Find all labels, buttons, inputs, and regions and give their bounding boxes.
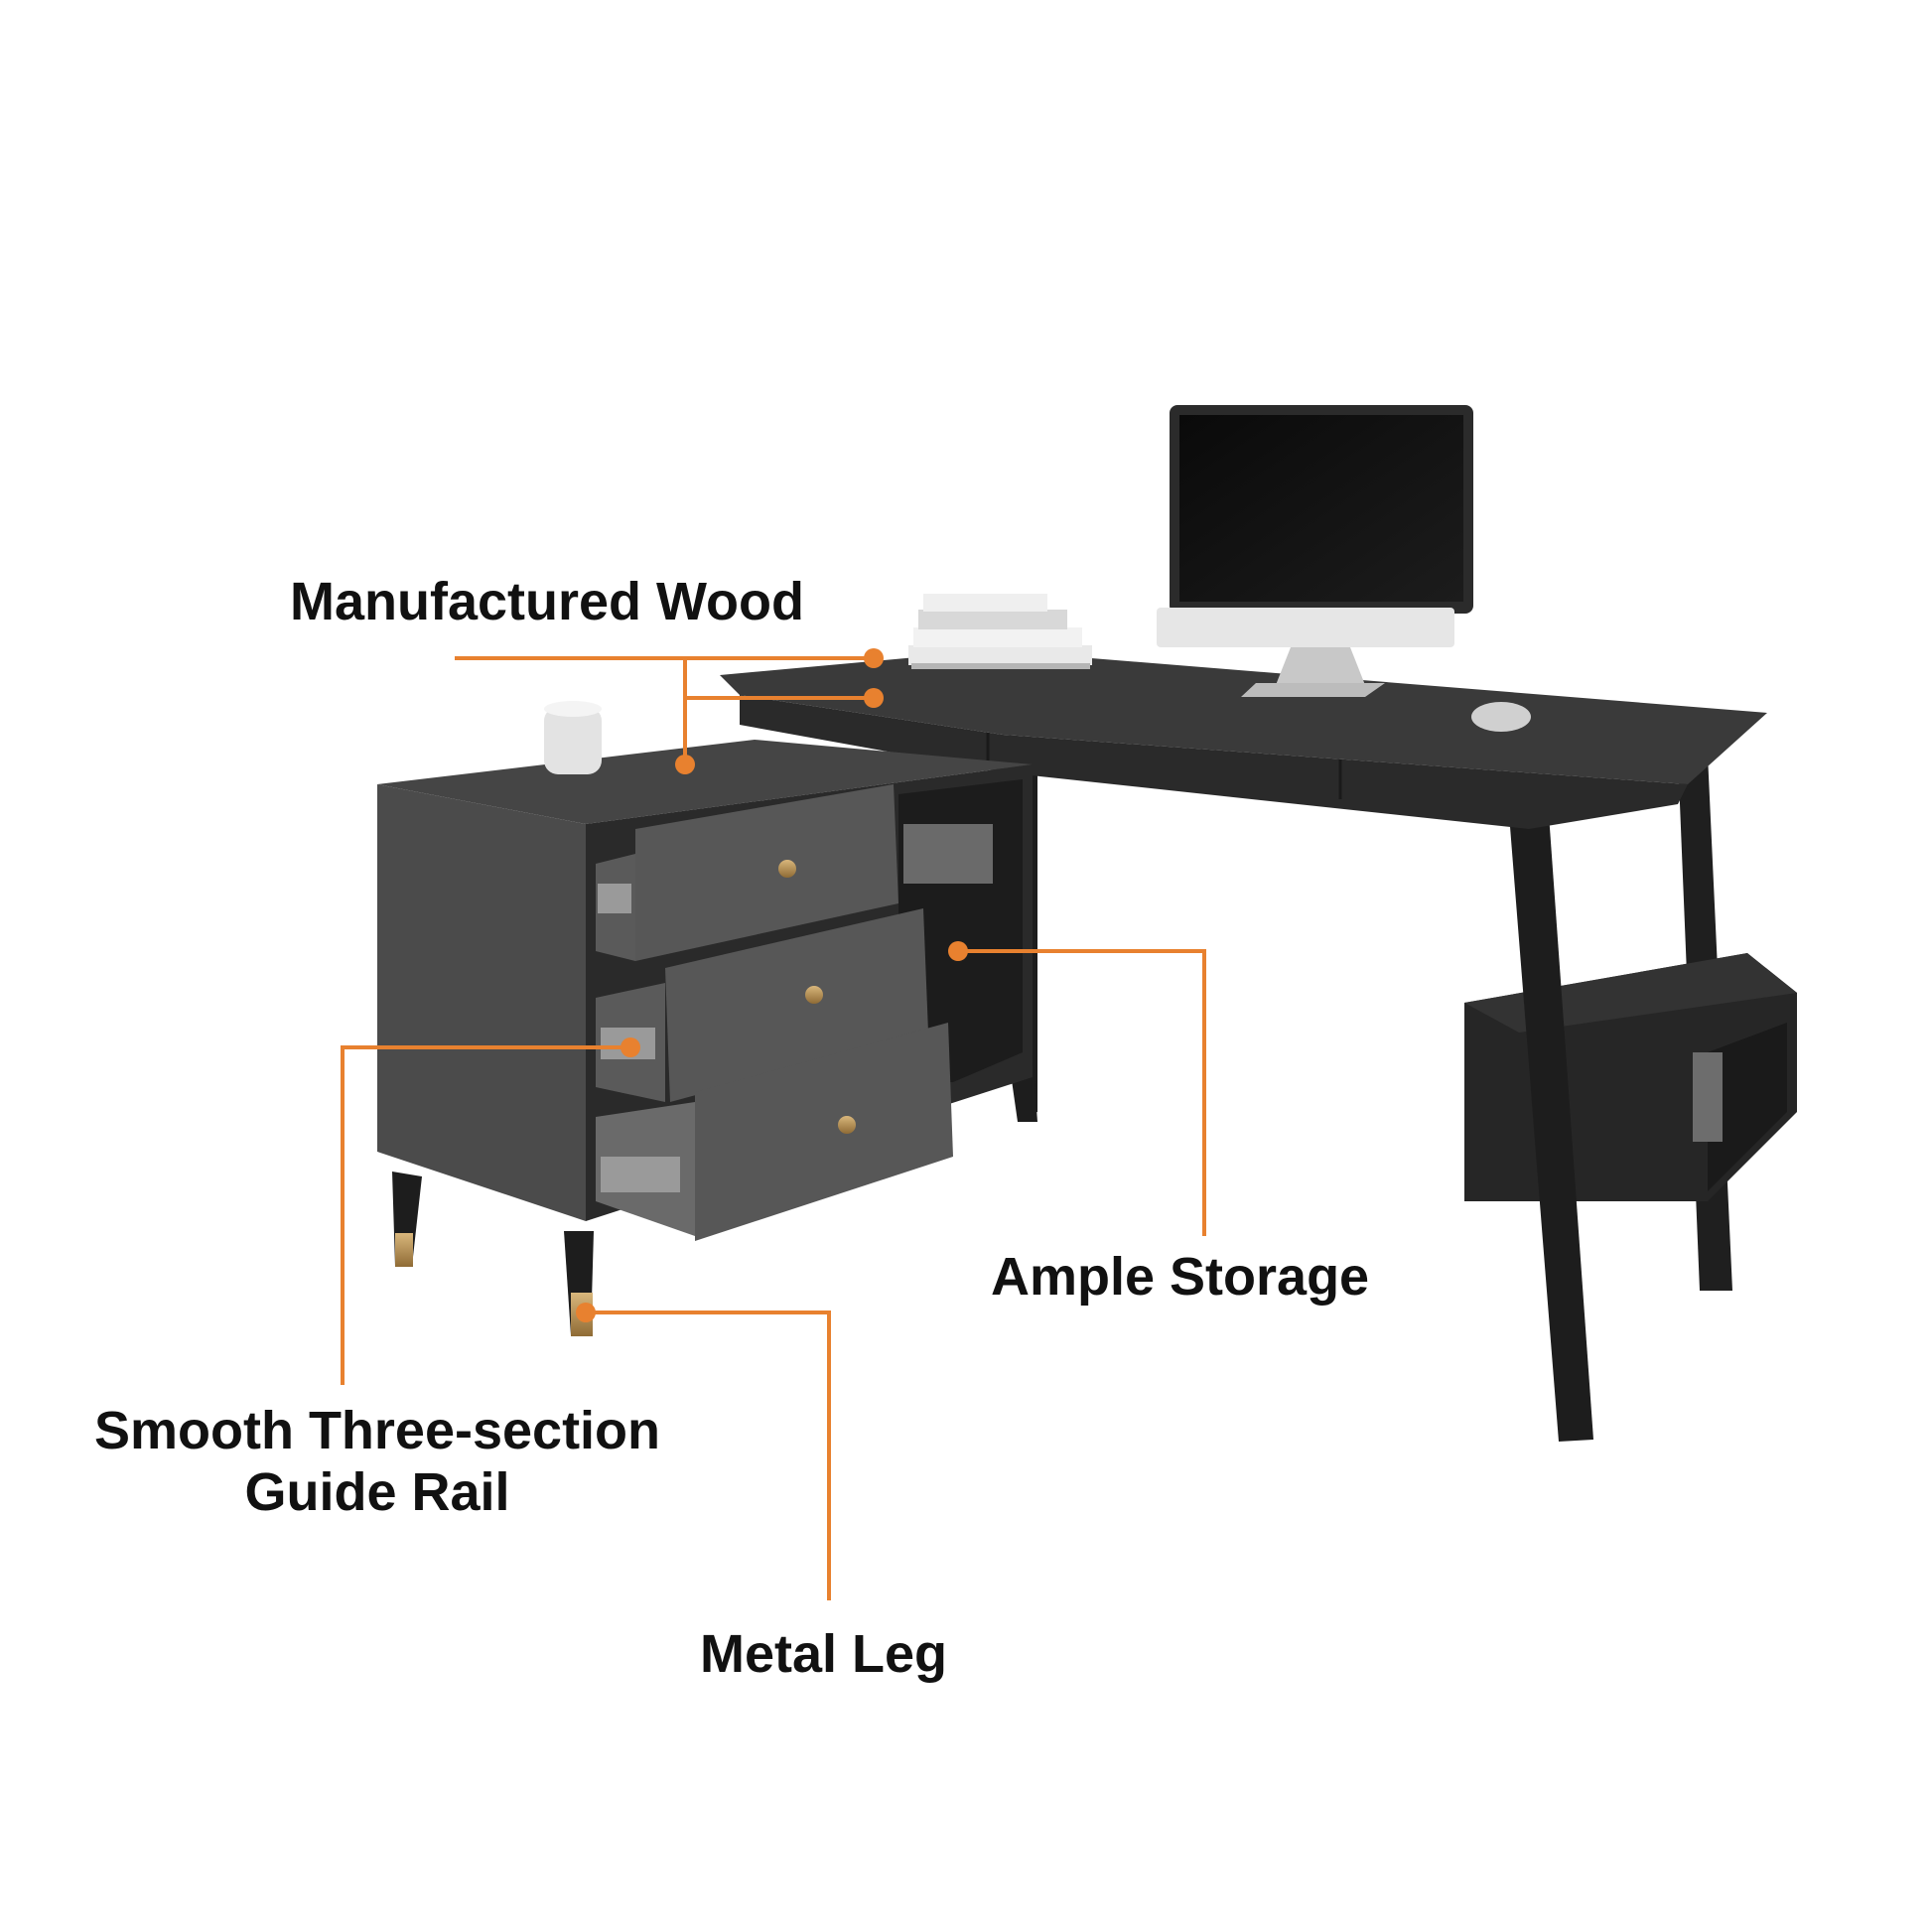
book-stack bbox=[908, 594, 1092, 669]
desk-apron bbox=[740, 695, 1688, 829]
callout-line-storage bbox=[958, 949, 1206, 1236]
callout-lines bbox=[341, 656, 1206, 1600]
smart-speaker-icon bbox=[544, 701, 602, 774]
cabinet-side bbox=[377, 784, 586, 1221]
monitor-stand bbox=[1276, 647, 1365, 685]
callout-dot-wood-3 bbox=[675, 755, 695, 774]
callout-dot-wood-2 bbox=[864, 688, 884, 708]
cabinet-top bbox=[377, 740, 1033, 824]
side-storage-box bbox=[1464, 953, 1797, 1201]
drawer-bottom bbox=[596, 1023, 953, 1241]
callout-dot-storage bbox=[948, 941, 968, 961]
drawer-knob-icon bbox=[805, 986, 823, 1004]
callout-dot-leg bbox=[576, 1303, 596, 1322]
callout-line-rail bbox=[341, 1045, 630, 1385]
callout-dots bbox=[576, 648, 968, 1322]
callout-line-leg bbox=[586, 1311, 831, 1600]
guide-rail-icon bbox=[598, 884, 631, 913]
drawer-knob-icon bbox=[838, 1116, 856, 1134]
drawer-middle bbox=[596, 908, 928, 1102]
callout-label-rail: Smooth Three-section Guide Rail bbox=[60, 1400, 695, 1523]
callout-dot-wood-1 bbox=[864, 648, 884, 668]
callout-label-rail-line2: Guide Rail bbox=[244, 1462, 510, 1523]
monitor-chin bbox=[1157, 608, 1454, 647]
desk bbox=[720, 650, 1797, 1442]
callout-label-wood: Manufactured Wood bbox=[290, 572, 804, 631]
mouse-icon bbox=[1471, 702, 1531, 732]
stored-books-icon bbox=[1693, 1052, 1723, 1142]
drawer-top bbox=[596, 784, 898, 961]
desk-top bbox=[720, 650, 1767, 784]
drawer-cabinet bbox=[377, 740, 1037, 1336]
callout-label-leg: Metal Leg bbox=[700, 1624, 948, 1684]
drawer-knob-icon bbox=[778, 860, 796, 878]
callout-dot-rail bbox=[621, 1037, 640, 1057]
callout-label-rail-line1: Smooth Three-section bbox=[93, 1401, 661, 1460]
desk-leg-front-right bbox=[1509, 814, 1593, 1442]
shelf-books-icon bbox=[903, 824, 993, 884]
guide-rail-icon bbox=[601, 1157, 680, 1192]
callout-label-storage: Ample Storage bbox=[991, 1247, 1370, 1307]
monitor bbox=[1157, 405, 1473, 697]
monitor-screen bbox=[1179, 415, 1463, 602]
